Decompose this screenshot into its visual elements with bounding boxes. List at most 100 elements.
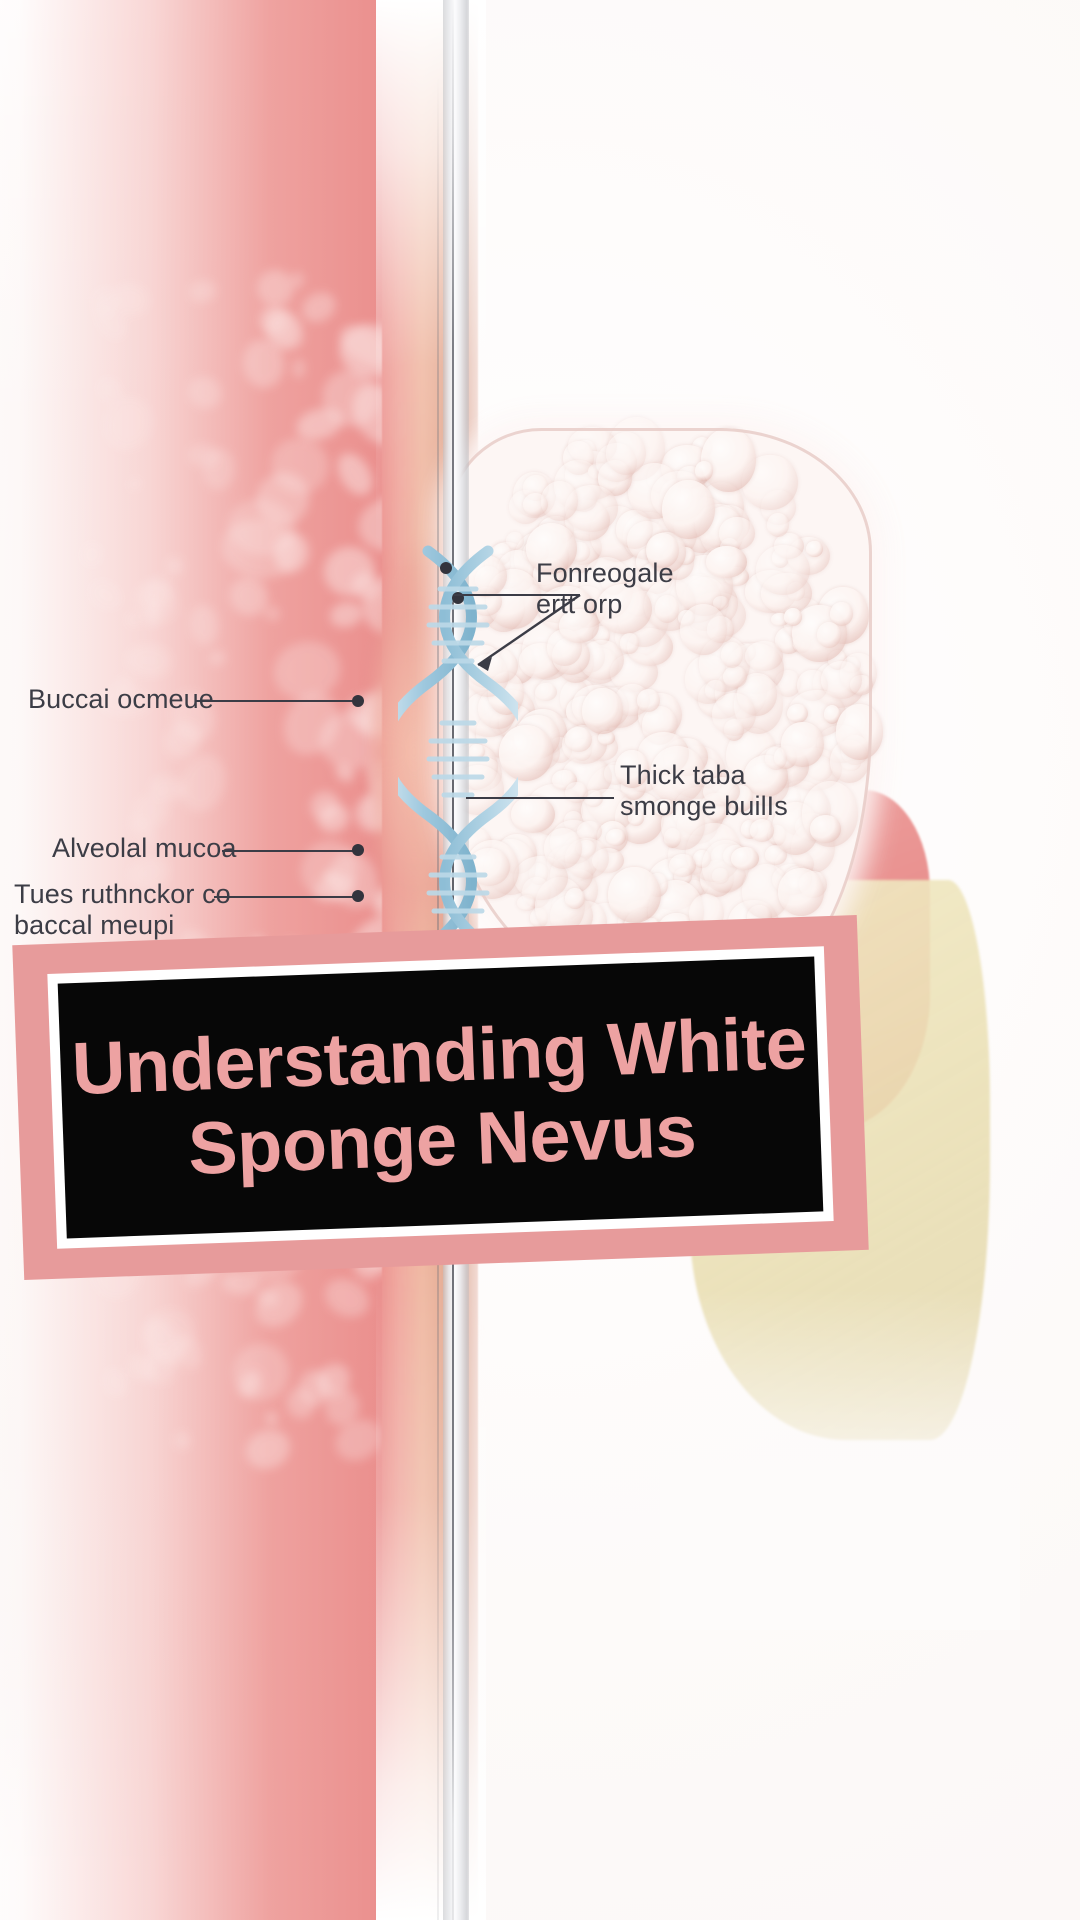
spongy-vacuole (806, 540, 823, 558)
spongy-vacuole (816, 621, 841, 648)
leader-dot-buccal-mucosa (352, 695, 364, 707)
label-tissue-thickening: Tues ruthnckor co baccal meupi (14, 879, 231, 940)
spongy-vacuole (534, 683, 557, 702)
mucosa-fleck (126, 475, 145, 494)
spongy-vacuole (525, 522, 577, 574)
banner-content: Understanding White Sponge Nevus (57, 956, 824, 1239)
spongy-vacuole (637, 689, 661, 712)
spongy-vacuole (564, 781, 588, 803)
spongy-vacuole (615, 749, 649, 789)
mucosa-fleck (264, 605, 282, 622)
spongy-vacuole (646, 533, 679, 569)
mucosa-fleck (264, 1410, 279, 1428)
mucosa-fleck (187, 603, 221, 648)
leader-dot-keratin-upper (440, 562, 452, 574)
spongy-vacuole (703, 776, 741, 807)
spongy-vacuole (821, 660, 863, 699)
spongy-vacuole (723, 665, 747, 688)
spongy-vacuole (608, 867, 661, 923)
mucosa-fleck (207, 649, 228, 667)
mucosa-fleck (296, 286, 342, 329)
spongy-vacuole (756, 545, 811, 596)
leader-dot-tissue-thickening (352, 890, 364, 902)
mucosa-fleck (253, 265, 298, 311)
spongy-vacuole (835, 703, 884, 760)
label-buccal-mucosa: Buccai ocmeue (28, 684, 214, 714)
spongy-vacuole (695, 460, 713, 481)
spongy-vacuole (706, 546, 747, 578)
spongy-vacuole (747, 804, 770, 824)
title-banner: Understanding White Sponge Nevus (12, 914, 869, 1281)
spongy-vacuole (783, 607, 802, 626)
spongy-vacuole (829, 602, 854, 627)
leader-dot-alveolar-mucosa (352, 844, 364, 856)
spongy-vacuole (730, 847, 759, 871)
mucosa-fleck (330, 446, 380, 502)
spongy-vacuole (606, 432, 646, 476)
spongy-vacuole (505, 531, 524, 550)
spongy-vacuole (565, 888, 586, 910)
spongy-vacuole (693, 849, 712, 869)
spongy-vacuole (576, 820, 603, 843)
spongy-vacuole (765, 746, 787, 771)
spongy-vacuole (787, 704, 809, 723)
spongy-vacuole (662, 480, 715, 539)
mucosa-fleck (292, 358, 306, 378)
leader-line-thick-spongy-buildup (466, 797, 614, 799)
leader-line-alveolar-mucosa (222, 850, 356, 852)
spongy-vacuole (809, 814, 842, 843)
spongy-vacuole (559, 608, 599, 644)
mucosa-fleck (182, 370, 228, 415)
label-alveolar-mucosa: Alveolal mucoa (52, 833, 237, 863)
label-keratin-granule: Fonreogale ertt orp (536, 558, 674, 619)
spongy-vacuole (652, 798, 675, 817)
spongy-vacuole (543, 828, 583, 870)
label-thick-spongy-buildup: Thick taba smonge builIs (620, 760, 788, 821)
spongy-vacuole (713, 596, 730, 610)
spongy-vacuole (596, 583, 652, 635)
spongy-vacuole (468, 743, 485, 760)
spongy-vacuole (749, 819, 775, 842)
page-title-line-2: Sponge Nevus (186, 1088, 698, 1190)
page-title-line-1: Understanding White (70, 1000, 808, 1110)
spongy-vacuole (706, 802, 729, 822)
spongy-vacuole (719, 517, 755, 550)
spongy-vacuole (720, 641, 743, 668)
spongy-vacuole (598, 730, 615, 746)
leader-lines-keratin (454, 594, 581, 671)
spongy-vacuole (744, 641, 783, 671)
mucosa-fleck (173, 1431, 191, 1449)
spongy-vacuole (498, 725, 554, 782)
spongy-vacuole (680, 603, 728, 655)
mucosa-fleck (229, 1339, 293, 1405)
leader-line-tissue-thickening (214, 896, 356, 898)
spongy-vacuole (619, 633, 639, 655)
spongy-vacuole (669, 854, 697, 877)
spongy-vacuole (649, 746, 706, 805)
mucosa-fleck (79, 541, 105, 569)
mucosa-fleck (240, 1423, 297, 1477)
spongy-vacuole (582, 688, 623, 735)
spongy-vacuole (627, 810, 644, 826)
spongy-vacuole (565, 726, 593, 753)
mucosa-fleck (124, 641, 174, 681)
spongy-vacuole (522, 493, 549, 517)
spongy-vacuole (781, 721, 824, 768)
mucosa-fleck (99, 1364, 132, 1400)
spongy-vacuole (823, 705, 841, 725)
spongy-vacuole (511, 796, 555, 833)
mucosa-fleck (327, 598, 365, 631)
bone-fade-mask (660, 1290, 1020, 1630)
dna-helix-icon (398, 545, 518, 953)
mucosa-fleck (163, 555, 185, 578)
spongy-vacuole (655, 595, 680, 623)
spongy-vacuole (606, 829, 626, 847)
spongy-vacuole (777, 868, 824, 916)
spongy-vacuole (711, 867, 730, 885)
mucosa-fleck (187, 277, 220, 306)
spongy-vacuole (766, 513, 790, 538)
leader-line-buccal-mucosa (196, 700, 356, 702)
spongy-vacuole (711, 692, 756, 737)
spongy-vacuole (701, 428, 756, 493)
